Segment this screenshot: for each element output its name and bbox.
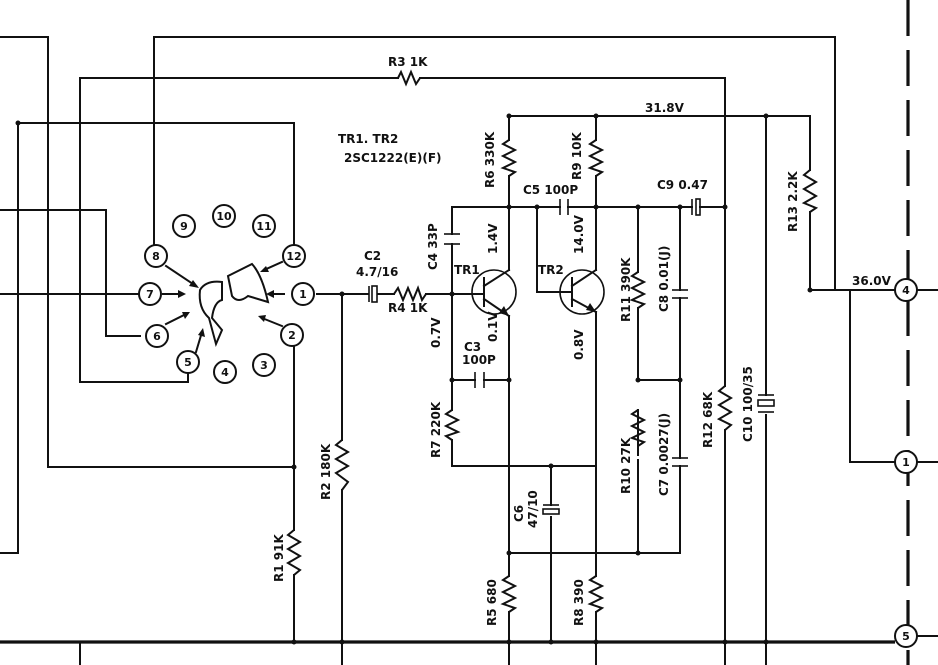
capacitor-c2-symbol (368, 285, 378, 303)
transistor-tr1-symbol (471, 268, 517, 318)
label-tr1-base-v: 0.7V (429, 317, 443, 348)
label-c3-name: C3 (464, 340, 481, 354)
capacitor-c7-symbol (672, 457, 688, 467)
label-c5: C5 100P (523, 183, 578, 197)
switch-pos-2: 2 (288, 329, 296, 342)
resistor-r12-symbol (716, 385, 733, 431)
terminal-1: 1 (902, 456, 910, 469)
switch-pos-3: 3 (260, 359, 268, 372)
label-tr1-emitter-v: 0.1V (486, 311, 500, 342)
label-r12: R12 68K (701, 391, 715, 448)
capacitor-c3-symbol (474, 372, 485, 388)
junctions (15, 113, 813, 645)
capacitor-c5-symbol (559, 199, 569, 215)
label-tr2: TR2 (538, 263, 564, 277)
supply-voltage-36-0: 36.0V (852, 274, 892, 288)
capacitor-c8-symbol (672, 289, 688, 299)
switch-pos-8: 8 (152, 250, 160, 263)
label-tr1-collector-v: 1.4V (486, 223, 500, 254)
label-c9: C9 0.47 (657, 178, 708, 192)
switch-pos-6: 6 (153, 330, 161, 343)
label-r7: R7 220K (429, 401, 443, 458)
label-r5: R5 680 (485, 579, 499, 626)
switch-pos-11: 11 (256, 220, 271, 233)
resistors (286, 69, 819, 613)
resistor-r1-symbol (286, 529, 302, 576)
label-c7: C7 0.0027(J) (657, 413, 671, 496)
label-c4: C4 33P (426, 223, 440, 270)
label-c10: C10 100/35 (741, 366, 755, 442)
resistor-r2-symbol (334, 439, 350, 491)
terminal-4: 4 (902, 284, 910, 297)
transistor-tr2-symbol (559, 268, 605, 315)
supply-voltage-31-8: 31.8V (645, 101, 685, 115)
switch-pos-1: 1 (299, 288, 307, 301)
resistor-r5-symbol (500, 575, 518, 613)
resistor-r3-symbol (397, 69, 421, 87)
resistor-r10-symbol (629, 409, 647, 455)
switch-pos-7: 7 (146, 288, 154, 301)
label-r13: R13 2.2K (786, 171, 800, 232)
switch-pos-10: 10 (216, 210, 232, 223)
transistor-note-line1: TR1. TR2 (338, 132, 398, 146)
label-c2-name: C2 (364, 249, 381, 263)
label-c3-value: 100P (462, 353, 496, 367)
label-c8: C8 0.01(J) (657, 246, 671, 312)
label-r1: R1 91K (272, 534, 286, 582)
switch-pos-12: 12 (286, 250, 301, 263)
label-r3: R3 1K (388, 55, 428, 69)
switch-positions: 1 2 3 4 5 6 7 8 9 10 11 12 (138, 204, 315, 384)
resistor-r11-symbol (629, 271, 647, 309)
switch-pos-4: 4 (221, 366, 229, 379)
capacitor-c9-symbol (691, 198, 701, 216)
label-c6-value: 47/10 (526, 490, 540, 528)
label-tr2-emitter-v: 0.8V (572, 329, 586, 360)
labels: TR1. TR2 2SC1222(E)(F) 31.8V 36.0V R3 1K… (272, 55, 892, 626)
label-r6: R6 330K (483, 131, 497, 188)
resistor-r13-symbol (801, 169, 819, 213)
label-r9: R9 10K (570, 132, 584, 180)
transistor-note-line2: 2SC1222(E)(F) (344, 151, 442, 165)
label-tr2-collector-v: 14.0V (572, 214, 586, 254)
label-r11: R11 390K (619, 257, 633, 322)
resistor-r8-symbol (587, 575, 605, 613)
label-r8: R8 390 (572, 579, 586, 626)
label-c6-name: C6 (512, 505, 526, 522)
terminals: 4 1 5 (894, 278, 918, 648)
resistor-r4-symbol (393, 285, 427, 303)
resistor-r6-symbol (500, 139, 518, 177)
capacitor-c10-symbol (757, 394, 775, 413)
terminal-5: 5 (902, 630, 910, 643)
switch-pos-5: 5 (184, 356, 192, 369)
capacitor-c4-symbol (444, 233, 460, 245)
capacitor-c6-symbol (542, 504, 560, 515)
label-r2: R2 180K (319, 443, 333, 500)
capacitors (368, 198, 775, 515)
label-tr1: TR1 (454, 263, 480, 277)
label-c2-value: 4.7/16 (356, 265, 398, 279)
resistor-r7-symbol (443, 409, 461, 441)
rotary-switch (162, 260, 285, 354)
label-r10: R10 27K (619, 437, 633, 494)
switch-pos-9: 9 (180, 220, 188, 233)
label-r4: R4 1K (388, 301, 428, 315)
resistor-r9-symbol (587, 139, 605, 177)
